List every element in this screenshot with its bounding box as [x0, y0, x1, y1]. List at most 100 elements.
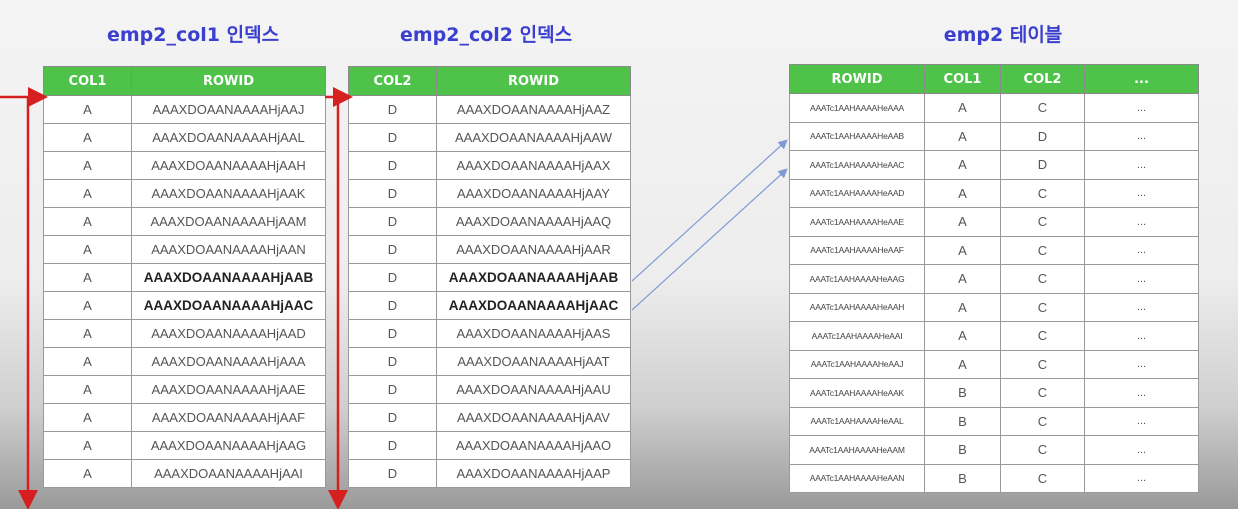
col-header: COL1 [43, 66, 132, 96]
table-cell: A [924, 178, 1001, 208]
table-cell: C [1000, 406, 1085, 436]
table-cell: AAAXDOAANAAAAHjAAM [131, 207, 326, 236]
table-cell: ... [1084, 93, 1199, 123]
table-cell: AAAXDOAANAAAAHjAAO [436, 431, 631, 460]
index2-title: emp2_col2 인덱스 [399, 24, 573, 46]
table-cell: AAATc1AAHAAAAHeAAF [789, 235, 925, 265]
table-cell: B [924, 406, 1001, 436]
table-cell: AAAXDOAANAAAAHjAAP [436, 459, 631, 488]
table-cell: AAAXDOAANAAAAHjAAL [131, 123, 326, 152]
table-cell: ... [1084, 264, 1199, 294]
table-cell: A [43, 123, 132, 152]
table-cell: A [43, 291, 132, 320]
table-cell: ... [1084, 292, 1199, 322]
table-cell: A [43, 375, 132, 404]
table-cell: A [924, 93, 1001, 123]
table-cell: AAATc1AAHAAAAHeAAE [789, 207, 925, 237]
table-cell: ... [1084, 321, 1199, 351]
table-cell: AAAXDOAANAAAAHjAAR [436, 235, 631, 264]
table-cell: C [1000, 349, 1085, 379]
table-cell: D [348, 151, 437, 180]
table-cell: D [348, 291, 437, 320]
table-cell: AAAXDOAANAAAAHjAAI [131, 459, 326, 488]
table-title: emp2 테이블 [943, 24, 1063, 46]
table-cell: ... [1084, 463, 1199, 493]
rowid-link-line-aac [631, 168, 788, 311]
table-cell: A [43, 95, 132, 124]
table-cell: AAAXDOAANAAAAHjAAC [436, 291, 631, 320]
col-header: ... [1084, 64, 1199, 94]
col-header: ROWID [131, 66, 326, 96]
col-header: COL1 [924, 64, 1001, 94]
table-cell: AAAXDOAANAAAAHjAAH [131, 151, 326, 180]
table-cell: AAAXDOAANAAAAHjAAC [131, 291, 326, 320]
table-cell: AAAXDOAANAAAAHjAAE [131, 375, 326, 404]
table-cell: AAAXDOAANAAAAHjAAG [131, 431, 326, 460]
table-cell: ... [1084, 406, 1199, 436]
table-cell: AAAXDOAANAAAAHjAAZ [436, 95, 631, 124]
table-cell: D [348, 403, 437, 432]
col-header: COL2 [1000, 64, 1085, 94]
table-cell: D [348, 431, 437, 460]
table-cell: AAAXDOAANAAAAHjAAY [436, 179, 631, 208]
table-cell: B [924, 463, 1001, 493]
table-cell: AAAXDOAANAAAAHjAAA [131, 347, 326, 376]
table-cell: A [43, 235, 132, 264]
table-cell: AAAXDOAANAAAAHjAAW [436, 123, 631, 152]
table-cell: AAATc1AAHAAAAHeAAK [789, 378, 925, 408]
table-cell: ... [1084, 349, 1199, 379]
table-cell: D [1000, 121, 1085, 151]
table-cell: B [924, 435, 1001, 465]
table-cell: ... [1084, 121, 1199, 151]
table-cell: AAATc1AAHAAAAHeAAN [789, 463, 925, 493]
table-cell: AAATc1AAHAAAAHeAAD [789, 178, 925, 208]
table-cell: A [924, 349, 1001, 379]
table-cell: D [348, 123, 437, 152]
col-header: ROWID [789, 64, 925, 94]
table-cell: AAAXDOAANAAAAHjAAD [131, 319, 326, 348]
col-header: ROWID [436, 66, 631, 96]
table-cell: D [348, 179, 437, 208]
table-cell: AAAXDOAANAAAAHjAAB [436, 263, 631, 292]
table-cell: AAAXDOAANAAAAHjAAV [436, 403, 631, 432]
table-cell: AAAXDOAANAAAAHjAAK [131, 179, 326, 208]
table-cell: D [348, 207, 437, 236]
table-cell: A [43, 179, 132, 208]
table-cell: AAATc1AAHAAAAHeAAL [789, 406, 925, 436]
table-cell: AAATc1AAHAAAAHeAAA [789, 93, 925, 123]
table-cell: A [43, 403, 132, 432]
rowid-link-line-aab [631, 139, 788, 282]
